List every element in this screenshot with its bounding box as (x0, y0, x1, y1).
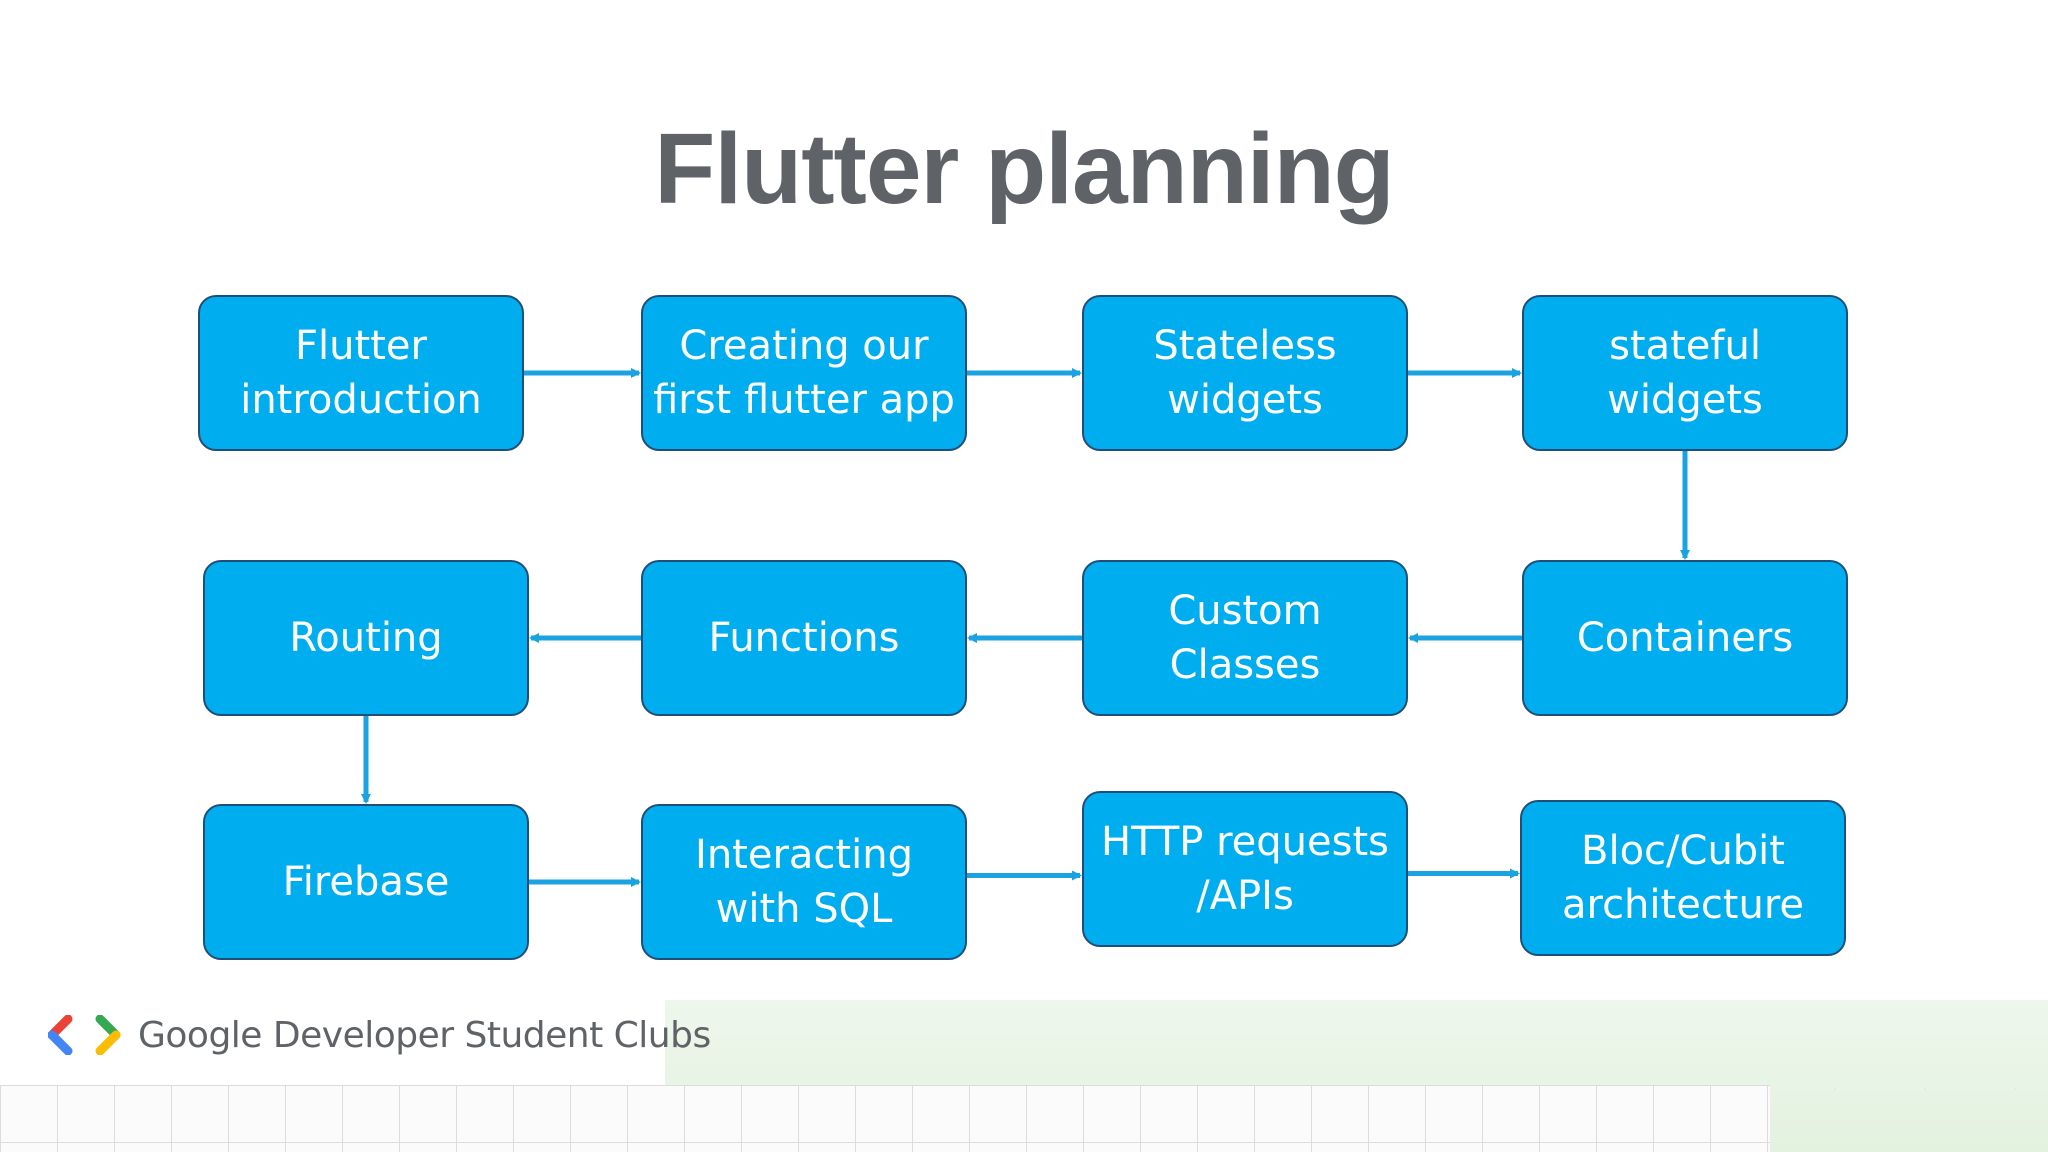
node-stateful-widgets: stateful widgets (1522, 295, 1848, 451)
node-custom-classes: Custom Classes (1082, 560, 1408, 716)
node-flutter-introduction: Flutter introduction (198, 295, 524, 451)
node-interacting-with-sql: Interacting with SQL (641, 804, 967, 960)
node-stateless-widgets: Stateless widgets (1082, 295, 1408, 451)
node-creating-first-app: Creating our first flutter app (641, 295, 967, 451)
gdsc-brackets-icon (48, 1015, 121, 1055)
footer-grid-pattern (0, 1085, 1770, 1152)
node-firebase: Firebase (203, 804, 529, 960)
page-title: Flutter planning (654, 113, 1394, 225)
gdsc-brand: Google Developer Student Clubs (48, 1010, 711, 1060)
node-bloc-cubit-architecture: Bloc/Cubit architecture (1520, 800, 1846, 956)
node-routing: Routing (203, 560, 529, 716)
node-functions: Functions (641, 560, 967, 716)
brand-text: Google Developer Student Clubs (138, 1014, 711, 1056)
node-containers: Containers (1522, 560, 1848, 716)
node-http-requests-apis: HTTP requests /APIs (1082, 791, 1408, 947)
